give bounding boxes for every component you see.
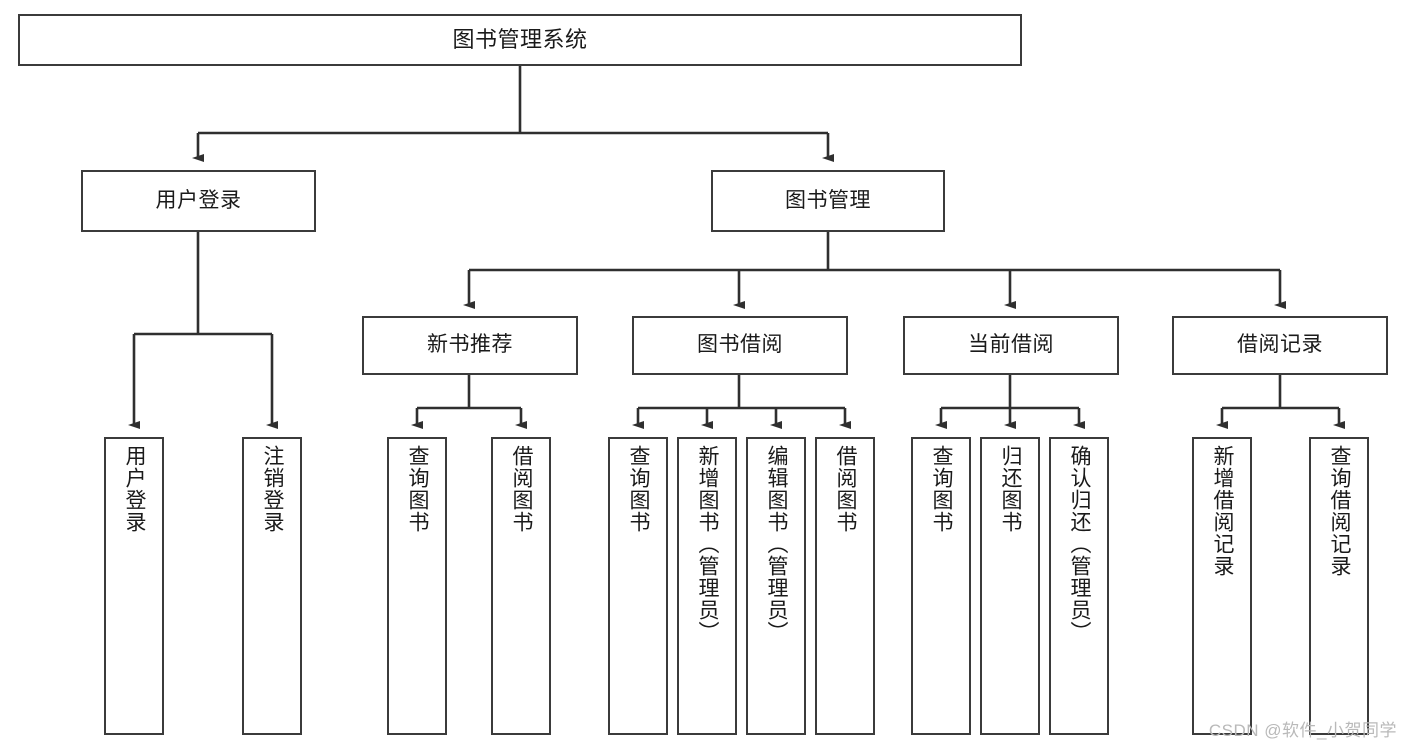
node-label: 借阅记录 [1237, 333, 1323, 357]
node-borrow-record[interactable]: 借阅记录 [1172, 316, 1388, 375]
node-leaf-query-book-current[interactable]: 查询图书 [911, 437, 971, 735]
node-leaf-return-book[interactable]: 归还图书 [980, 437, 1040, 735]
node-leaf-borrow-book[interactable]: 借阅图书 [815, 437, 875, 735]
node-label: 用户登录 [155, 188, 242, 212]
node-label: 用户登录 [123, 445, 147, 533]
node-label: 当前借阅 [968, 333, 1054, 357]
node-label: 查询借阅记录 [1328, 445, 1352, 577]
node-label: 图书管理 [785, 188, 871, 212]
node-leaf-query-book-borrow[interactable]: 查询图书 [608, 437, 668, 735]
node-leaf-query-borrow-record[interactable]: 查询借阅记录 [1309, 437, 1369, 735]
node-book-management[interactable]: 图书管理 [711, 170, 945, 232]
node-leaf-add-book-admin[interactable]: 新增图书（管理员） [677, 437, 737, 735]
node-leaf-borrow-book-recommend[interactable]: 借阅图书 [491, 437, 551, 735]
node-new-book-recommend[interactable]: 新书推荐 [362, 316, 578, 375]
node-label: 查询图书 [930, 445, 954, 533]
node-label: 借阅图书 [510, 445, 534, 533]
node-label: 图书借阅 [697, 333, 783, 357]
node-label: 查询图书 [627, 445, 651, 533]
node-label: 编辑图书（管理员） [765, 445, 789, 643]
node-label: 图书管理系统 [452, 27, 588, 53]
node-leaf-user-login[interactable]: 用户登录 [104, 437, 164, 735]
node-label: 归还图书 [999, 445, 1023, 533]
node-label: 新增借阅记录 [1211, 445, 1235, 577]
node-leaf-edit-book-admin[interactable]: 编辑图书（管理员） [746, 437, 806, 735]
node-leaf-logout[interactable]: 注销登录 [242, 437, 302, 735]
node-label: 新增图书（管理员） [696, 445, 720, 643]
node-root-book-management-system[interactable]: 图书管理系统 [18, 14, 1022, 66]
node-current-borrow[interactable]: 当前借阅 [903, 316, 1119, 375]
node-label: 查询图书 [406, 445, 430, 533]
node-book-borrow[interactable]: 图书借阅 [632, 316, 848, 375]
node-user-login[interactable]: 用户登录 [81, 170, 316, 232]
watermark: CSDN @软件_小贺同学 [1208, 721, 1397, 740]
node-label: 注销登录 [261, 445, 285, 533]
node-label: 借阅图书 [834, 445, 858, 533]
node-leaf-query-book-recommend[interactable]: 查询图书 [387, 437, 447, 735]
node-label: 确认归还（管理员） [1068, 445, 1092, 643]
node-label: 新书推荐 [427, 333, 513, 357]
node-leaf-confirm-return-admin[interactable]: 确认归还（管理员） [1049, 437, 1109, 735]
node-leaf-add-borrow-record[interactable]: 新增借阅记录 [1192, 437, 1252, 735]
